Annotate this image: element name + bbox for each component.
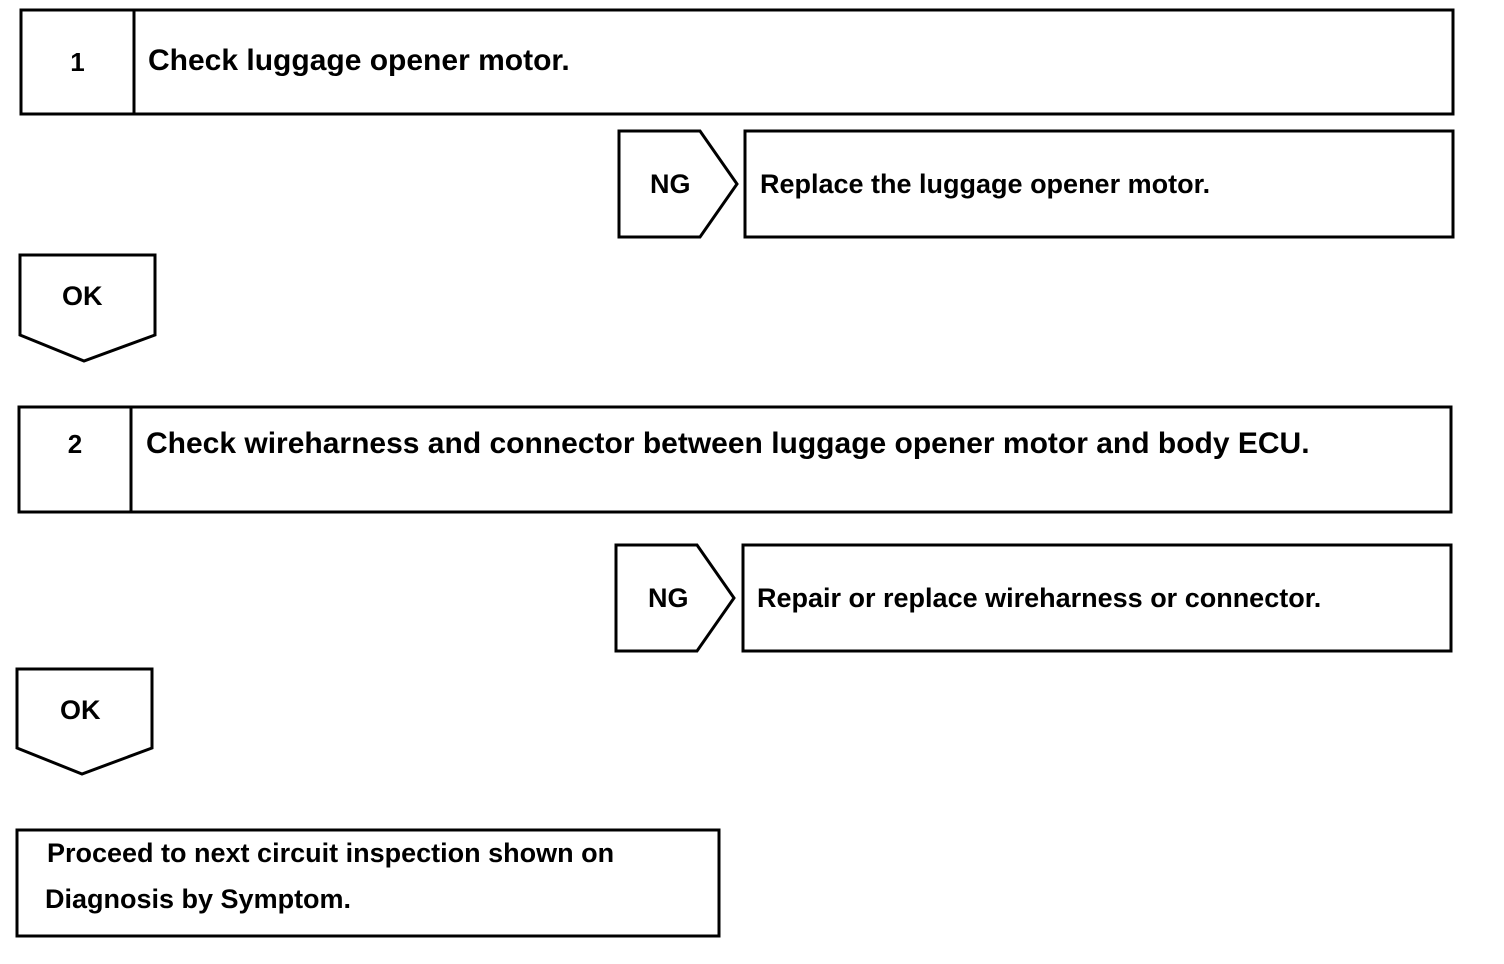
- step-1-box: [19, 8, 1455, 116]
- ng-2-action-text: Repair or replace wireharness or connect…: [757, 583, 1322, 613]
- ng-1-action-box: [743, 129, 1455, 239]
- ok-1-label: OK: [62, 281, 103, 311]
- ok-2-arrow-shape: [15, 667, 154, 776]
- step-1-number: 1: [70, 47, 85, 77]
- step-1-text: Check luggage opener motor.: [148, 44, 570, 77]
- step-2-text: Check wireharness and connector between …: [146, 427, 1310, 460]
- ng-1-label: NG: [650, 169, 691, 199]
- ok-2-label: OK: [60, 695, 101, 725]
- ng-2-label: NG: [648, 583, 689, 613]
- ng-2-arrow-shape: [614, 543, 736, 653]
- ng-1-action-text: Replace the luggage opener motor.: [760, 169, 1211, 199]
- ng-2-action-box: [741, 543, 1453, 653]
- ok-1-arrow-shape: [18, 253, 157, 363]
- final-text-line-1: Proceed to next circuit inspection shown…: [47, 838, 615, 868]
- final-text-line-2: Diagnosis by Symptom.: [45, 884, 352, 914]
- step-2-box: [17, 405, 1453, 514]
- ng-1-arrow-shape: [617, 129, 739, 239]
- final-box: [15, 828, 721, 938]
- step-2-number: 2: [67, 429, 83, 459]
